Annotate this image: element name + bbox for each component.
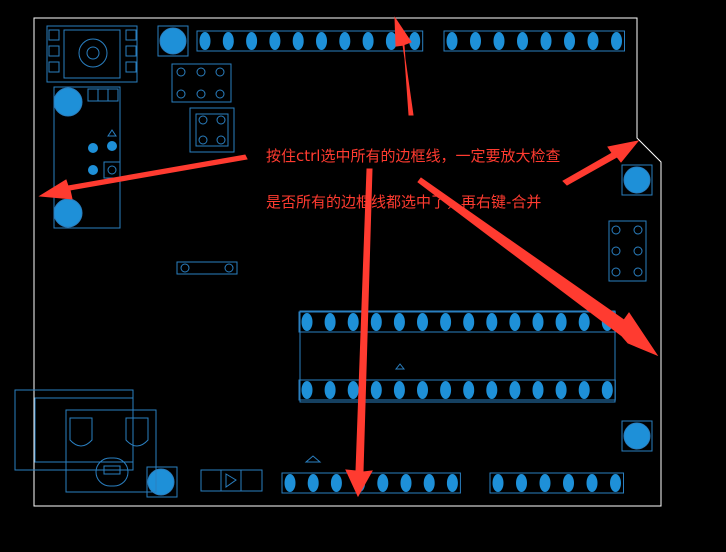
pin-pad — [564, 32, 575, 50]
pin-pad — [486, 313, 498, 331]
pin-row-outline — [298, 379, 616, 401]
pin-pad — [517, 32, 528, 50]
pin-pad — [563, 474, 574, 492]
pin-row-outline — [489, 472, 624, 494]
pin-row-outline — [196, 30, 424, 52]
pin-pad — [324, 313, 336, 331]
pin-pad — [555, 381, 567, 399]
pin-pad — [446, 32, 458, 50]
arrow-downright-icon — [417, 177, 659, 357]
arrow-down-icon — [345, 168, 373, 498]
pin-pad — [446, 474, 458, 492]
pin-pad — [292, 32, 304, 50]
pin-pad — [586, 474, 598, 492]
annotation-text: 按住ctrl选中所有的边框线，一定要放大检查 是否所有的边框线都选中了，再右键-… — [266, 122, 596, 237]
pin-pad — [362, 32, 374, 50]
resistor — [176, 261, 238, 275]
pin-pad — [417, 313, 428, 331]
mounting-pads — [53, 25, 653, 498]
pin-pad — [587, 32, 599, 50]
pin-pad — [347, 381, 359, 399]
arrow-upright-icon — [562, 140, 640, 186]
arrow-up-icon — [394, 16, 414, 116]
ic-outline — [299, 310, 616, 463]
pin-pad — [370, 381, 382, 399]
pin-pad — [463, 381, 475, 399]
right-header — [608, 220, 647, 282]
left-module-pads — [88, 141, 117, 175]
pin-pad — [377, 474, 389, 492]
pin-pad — [532, 381, 544, 399]
pin-pad — [269, 32, 281, 50]
arrow-left-icon — [38, 154, 248, 200]
pin-pad — [417, 381, 428, 399]
pin-pad — [486, 381, 498, 399]
board-outline[interactable] — [33, 17, 662, 507]
pin-pad — [246, 32, 258, 50]
pin-pad — [611, 32, 622, 50]
pin-pad — [532, 313, 544, 331]
pin-pad — [330, 474, 342, 492]
pin-pad — [400, 474, 412, 492]
pin-pad — [463, 313, 475, 331]
pin-pad — [578, 313, 590, 331]
pin-pad — [385, 32, 397, 50]
pin-pad — [493, 32, 505, 50]
pin-pad — [555, 313, 567, 331]
pin-pad — [509, 313, 521, 331]
pin-rows — [196, 30, 625, 494]
power-jack — [14, 389, 157, 493]
pin-pad — [539, 474, 551, 492]
pin-pad — [347, 313, 359, 331]
pin-pad — [440, 313, 452, 331]
header-2x3 — [171, 63, 232, 103]
pin-pad — [540, 32, 552, 50]
pin-pad — [470, 32, 481, 50]
pin-pad — [370, 313, 382, 331]
pin-pad — [307, 474, 319, 492]
pin-pad — [284, 474, 296, 492]
pin-pad — [423, 474, 435, 492]
usb-connector — [46, 25, 138, 83]
pin-pad — [199, 32, 211, 50]
pin-pad — [301, 381, 313, 399]
pin-pad — [516, 474, 527, 492]
pin-pad — [339, 32, 351, 50]
pin-row-outline — [443, 30, 625, 52]
pin-pad — [316, 32, 327, 50]
pin-pad — [393, 381, 405, 399]
pin-pad — [601, 381, 613, 399]
switch — [200, 469, 263, 492]
pin-pad — [222, 32, 234, 50]
annotation-line2: 是否所有的边框线都选中了，再右键-合并 — [266, 193, 542, 211]
pin-row-outline — [298, 311, 616, 333]
annotation-line1: 按住ctrl选中所有的边框线，一定要放大检查 — [266, 147, 561, 165]
pin-pad — [440, 381, 452, 399]
header-2x2 — [189, 107, 235, 153]
pin-pad — [301, 313, 313, 331]
pin-pad — [409, 32, 421, 50]
pin-pad — [492, 474, 504, 492]
pin-pad — [578, 381, 590, 399]
pin-pad — [509, 381, 521, 399]
pin-pad — [610, 474, 621, 492]
red-arrows — [38, 16, 659, 498]
pin-pad — [324, 381, 336, 399]
pin-pad — [393, 313, 405, 331]
